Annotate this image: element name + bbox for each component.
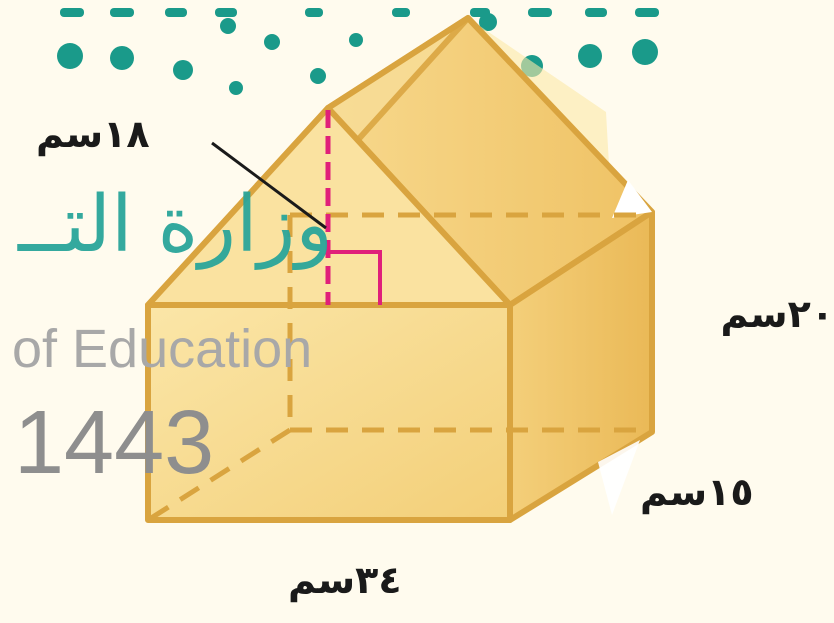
watermark-year: 1443 (14, 393, 215, 493)
length-label: ٣٤سم (288, 558, 402, 602)
width-label: ١٥سم (640, 470, 754, 514)
height-label: ١٨سم (36, 112, 150, 156)
box-front-face (145, 302, 513, 523)
watermark-english: of Education (12, 319, 313, 379)
notch-top (612, 180, 652, 218)
hidden-edges (146, 15, 652, 523)
right-angle-marker (328, 250, 382, 305)
watermark-arabic: وزارة التــ (18, 180, 334, 270)
side-label: ٢٠سم (720, 292, 834, 336)
notch-bottom (598, 440, 640, 515)
height-leader (211, 141, 327, 230)
